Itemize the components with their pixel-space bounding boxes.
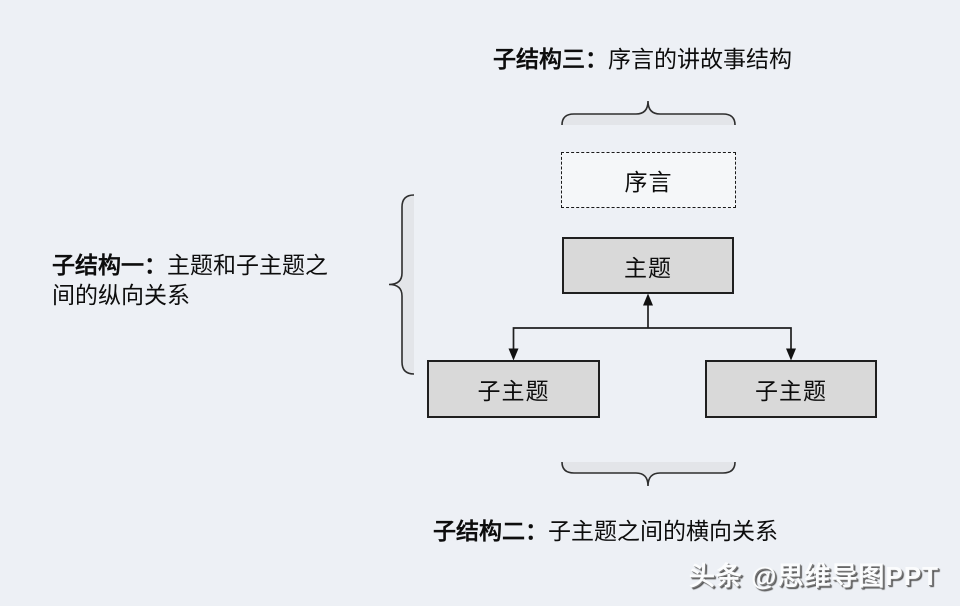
left-brace-icon [388,194,415,375]
node-subtopic-left-label: 子主题 [477,378,550,404]
label-substructure-3: 子结构三：序言的讲故事结构 [493,44,792,74]
top-brace-icon [561,100,736,126]
label-substructure-2-prefix: 子结构二： [433,518,548,544]
node-topic: 主题 [562,237,734,294]
label-substructure-1-prefix: 子结构一： [52,252,167,278]
node-preface-label: 序言 [624,169,673,195]
label-substructure-1: 子结构一：主题和子主题之 间的纵向关系 [52,250,352,310]
node-subtopic-right: 子主题 [705,360,877,418]
watermark: 头条 @思维导图PPT [688,561,939,591]
node-subtopic-left: 子主题 [427,360,600,418]
label-substructure-3-prefix: 子结构三： [493,46,608,72]
arrowhead-icons [508,293,796,361]
label-substructure-1-text-line2: 间的纵向关系 [52,282,190,308]
node-topic-label: 主题 [624,254,672,281]
connector-lines [512,299,792,358]
label-substructure-1-text-line1: 主题和子主题之 [167,252,328,278]
label-substructure-3-text: 序言的讲故事结构 [608,46,792,72]
label-substructure-2-text: 子主题之间的横向关系 [548,518,778,544]
node-subtopic-right-label: 子主题 [755,378,827,404]
node-preface: 序言 [561,152,736,208]
bottom-brace-icon [561,461,736,487]
label-substructure-2: 子结构二：子主题之间的横向关系 [433,516,778,546]
